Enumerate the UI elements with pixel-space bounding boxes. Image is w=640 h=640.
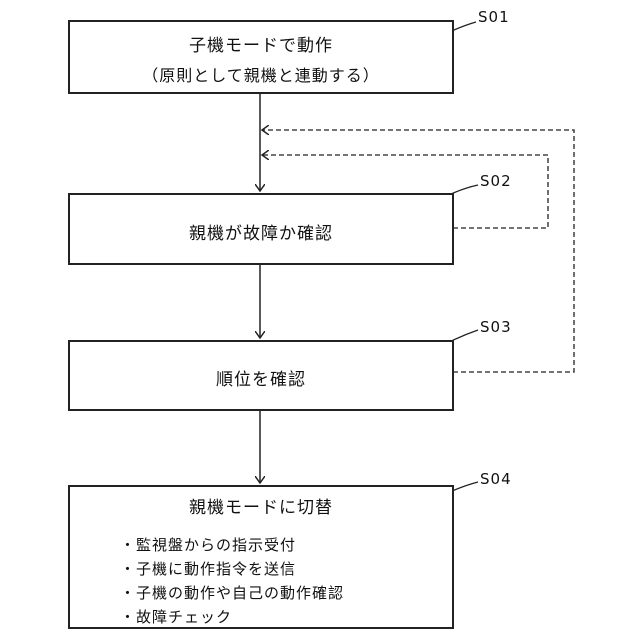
list-item: 子機の動作や自己の動作確認 <box>120 581 344 605</box>
step-label-s01: S01 <box>478 8 510 26</box>
step-label-s02: S02 <box>480 172 512 190</box>
list-item: 故障チェック <box>120 605 344 629</box>
step-box-s01: 子機モードで動作 （原則として親機と連動する） <box>68 20 454 94</box>
step-label-s04: S04 <box>480 470 512 488</box>
step-box-s04: 親機モードに切替 監視盤からの指示受付 子機に動作指令を送信 子機の動作や自己の… <box>68 485 454 629</box>
list-item: 子機に動作指令を送信 <box>120 557 344 581</box>
step-title-s01: 子機モードで動作 <box>70 31 452 56</box>
step-subtitle-s01: （原則として親機と連動する） <box>70 62 452 86</box>
step-box-s03: 順位を確認 <box>68 340 454 411</box>
list-item: 監視盤からの指示受付 <box>120 533 344 557</box>
step-label-s03: S03 <box>480 318 512 336</box>
step-box-s02: 親機が故障か確認 <box>68 193 454 265</box>
step-title-s03: 順位を確認 <box>70 365 452 390</box>
step-title-s04: 親機モードに切替 <box>70 493 452 518</box>
step-title-s02: 親機が故障か確認 <box>70 219 452 244</box>
step-s04-item-list: 監視盤からの指示受付 子機に動作指令を送信 子機の動作や自己の動作確認 故障チェ… <box>120 533 344 629</box>
